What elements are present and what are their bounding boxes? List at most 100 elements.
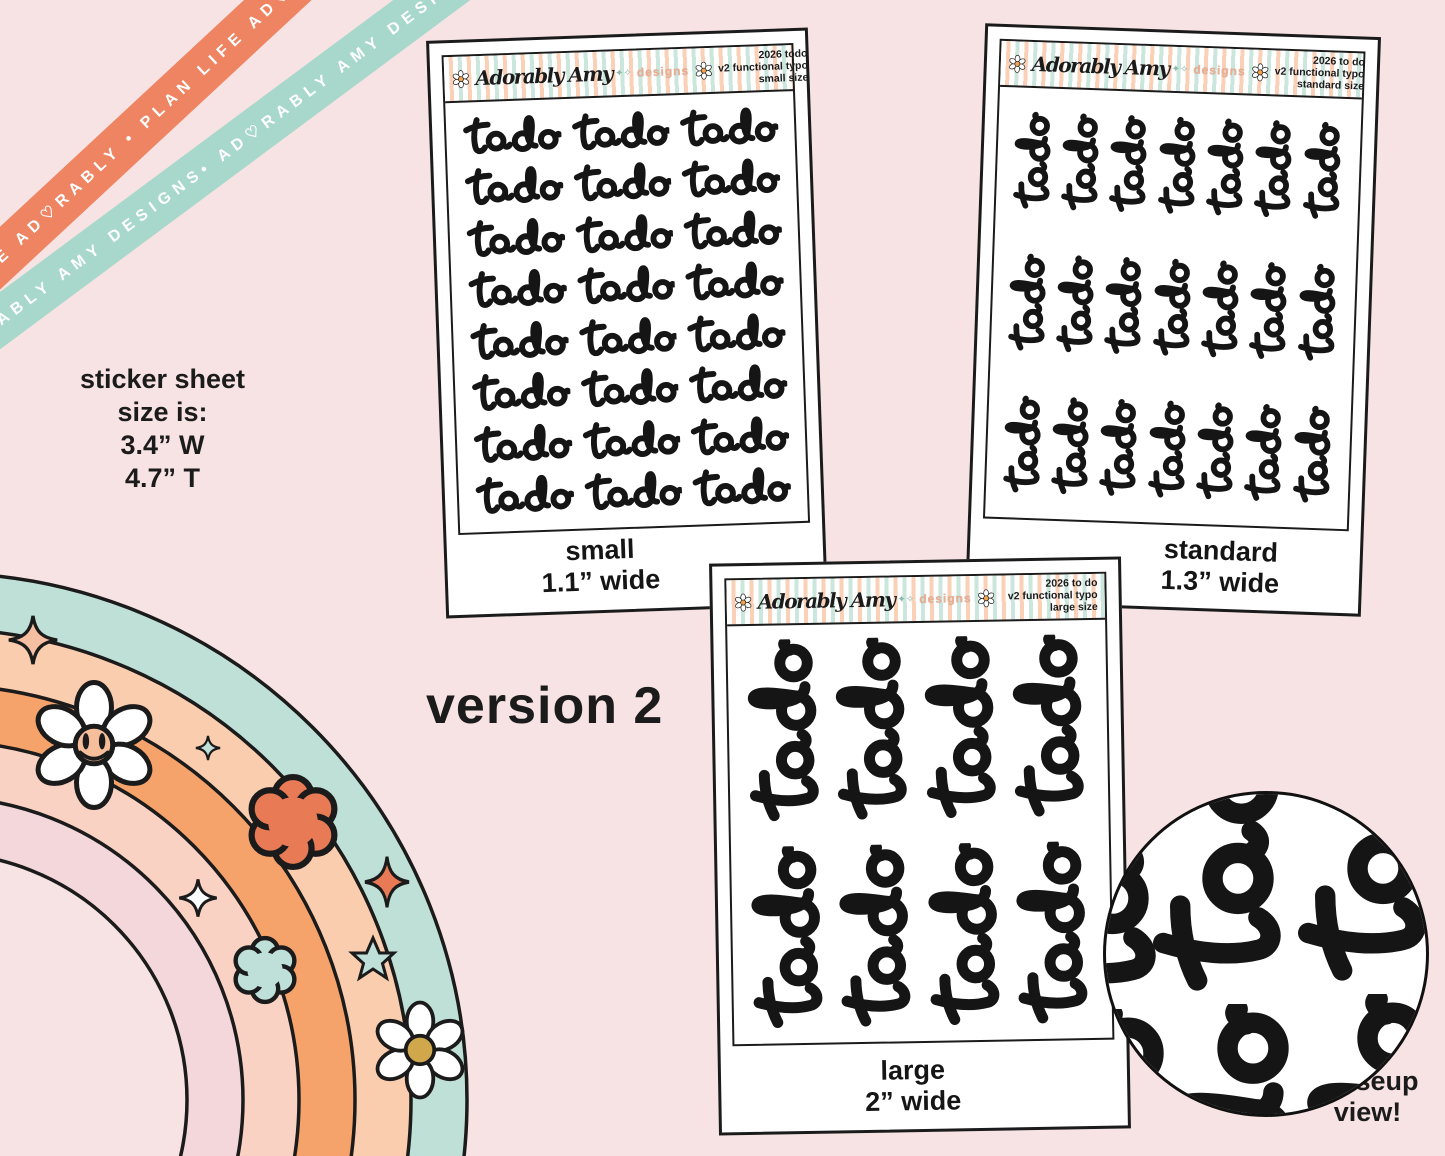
caption-size-name: large <box>880 1055 946 1087</box>
size-note-line: sticker sheet <box>79 364 246 394</box>
todo-sticker <box>1246 248 1295 375</box>
brand-name: Adorably Amy <box>757 587 895 614</box>
sparkle-icon: ✦✧ <box>1171 63 1189 75</box>
todo-sticker <box>472 469 576 522</box>
todo-sticker <box>577 363 681 416</box>
todo-sticker <box>1192 388 1241 515</box>
todo-sticker <box>1048 383 1097 510</box>
todo-sticker <box>469 366 573 419</box>
sticker-sheet-small: Adorably Amy ✦✧ designs 2026 todo v2 fun… <box>441 43 811 536</box>
sticker-grid-small <box>460 102 794 523</box>
smiley-daisy-icon <box>31 683 157 808</box>
sheet-title: 2026 todo v2 functional typo small size <box>718 48 809 87</box>
sticker-sheet-card-small: Adorably Amy ✦✧ designs 2026 todo v2 fun… <box>426 27 828 619</box>
todo-sticker-closeup <box>1301 994 1429 1117</box>
todo-sticker <box>467 315 571 368</box>
todo-sticker <box>570 157 674 210</box>
sheet-title-line: standard size <box>1296 78 1365 93</box>
daisy-icon <box>1008 54 1027 73</box>
todo-sticker <box>1096 385 1145 512</box>
todo-sticker <box>922 838 1010 1030</box>
closeup-view-circle <box>1103 791 1429 1117</box>
sheet-header: Adorably Amy ✦✧ designs 2026 todo v2 fun… <box>443 45 809 104</box>
daisy-icon <box>451 69 471 88</box>
sheet-header: Adorably Amy ✦✧ designs 2026 to do v2 fu… <box>726 573 1106 627</box>
todo-sticker <box>460 109 564 162</box>
brand-designs-word: designs <box>636 63 690 80</box>
todo-sticker <box>1149 244 1198 371</box>
rainbow-decoration <box>0 574 470 1156</box>
todo-sticker <box>686 359 790 412</box>
todo-sticker <box>1007 630 1095 822</box>
daisy-icon <box>1250 62 1270 82</box>
todo-sticker-closeup <box>1161 1004 1311 1117</box>
todo-sticker-closeup <box>1146 791 1296 994</box>
todo-sticker <box>999 381 1048 508</box>
sparkle-icon: ✦✧ <box>614 67 633 79</box>
sticker-grid-standard <box>999 97 1347 518</box>
sticker-sheet-standard: Adorably Amy ✦✧ designs 2026 to do v2 fu… <box>982 38 1366 532</box>
todo-sticker <box>461 161 565 214</box>
todo-sticker <box>1197 246 1246 373</box>
todo-sticker <box>830 633 918 825</box>
flower-icon <box>236 938 295 1002</box>
todo-sticker <box>1154 102 1203 229</box>
sheet-header: Adorably Amy ✦✧ designs 2026 to do v2 fu… <box>1000 40 1365 100</box>
version-label: version 2 <box>426 677 664 735</box>
todo-sticker-closeup <box>1426 791 1429 1024</box>
sticker-sheet-large: Adorably Amy ✦✧ designs 2026 to do v2 fu… <box>724 571 1115 1047</box>
todo-sticker <box>833 840 921 1032</box>
todo-sticker <box>465 264 569 317</box>
todo-sticker <box>677 102 781 155</box>
todo-sticker <box>684 307 788 360</box>
flower-icon <box>252 777 335 867</box>
sheet-title: 2026 to do v2 functional typo standard s… <box>1274 55 1365 93</box>
sheet-caption: standard 1.3” wide <box>1094 532 1346 602</box>
todo-sticker <box>568 105 672 158</box>
size-note-line: size is: <box>117 396 208 427</box>
size-note-line: 3.4” W <box>120 429 205 460</box>
todo-sticker <box>572 208 676 261</box>
sticker-grid-large <box>741 630 1098 1034</box>
todo-sticker <box>463 212 567 265</box>
sheet-caption: large 2” wide <box>772 1053 1053 1119</box>
todo-sticker <box>581 466 685 519</box>
todo-sticker <box>1144 386 1193 513</box>
todo-sticker <box>574 260 678 313</box>
sheet-caption: small 1.1” wide <box>474 531 726 601</box>
todo-sticker <box>1299 107 1348 234</box>
todo-sticker <box>680 204 784 257</box>
todo-sticker <box>689 462 793 515</box>
brand-name: Adorably Amy <box>474 61 613 91</box>
todo-sticker <box>1101 243 1150 370</box>
daisy-icon <box>734 592 753 612</box>
sheet-title: 2026 to do v2 functional typo large size <box>1008 577 1098 615</box>
sparkle-icon: ✦✧ <box>897 593 915 605</box>
daisy-icon <box>976 588 996 607</box>
sticker-sheet-card-large: Adorably Amy ✦✧ designs 2026 to do v2 fu… <box>709 556 1131 1136</box>
todo-sticker <box>1004 239 1053 366</box>
todo-sticker-closeup <box>1291 791 1429 984</box>
brand-designs-word: designs <box>919 591 972 606</box>
todo-sticker <box>1294 249 1343 376</box>
caption-size-width: 2” wide <box>864 1085 962 1118</box>
todo-sticker <box>741 635 829 827</box>
todo-sticker <box>575 311 679 364</box>
todo-sticker <box>1058 99 1107 226</box>
todo-sticker <box>1053 241 1102 368</box>
todo-sticker <box>688 410 792 463</box>
todo-sticker <box>679 153 783 206</box>
sticker-sheet-card-standard: Adorably Amy ✦✧ designs 2026 to do v2 fu… <box>964 23 1382 617</box>
sheet-title-line: large size <box>1049 600 1098 614</box>
todo-sticker <box>1202 104 1251 231</box>
todo-sticker <box>1009 97 1058 224</box>
todo-sticker <box>579 414 683 467</box>
brand-designs-word: designs <box>1193 62 1246 79</box>
todo-sticker <box>1010 837 1098 1029</box>
todo-sticker <box>1289 391 1338 518</box>
daisy-icon <box>694 60 713 80</box>
sticker-sheet-size-note: sticker sheet size is: 3.4” W 4.7” T <box>35 363 290 495</box>
todo-sticker <box>918 632 1006 824</box>
brand-name: Adorably Amy <box>1031 51 1169 81</box>
